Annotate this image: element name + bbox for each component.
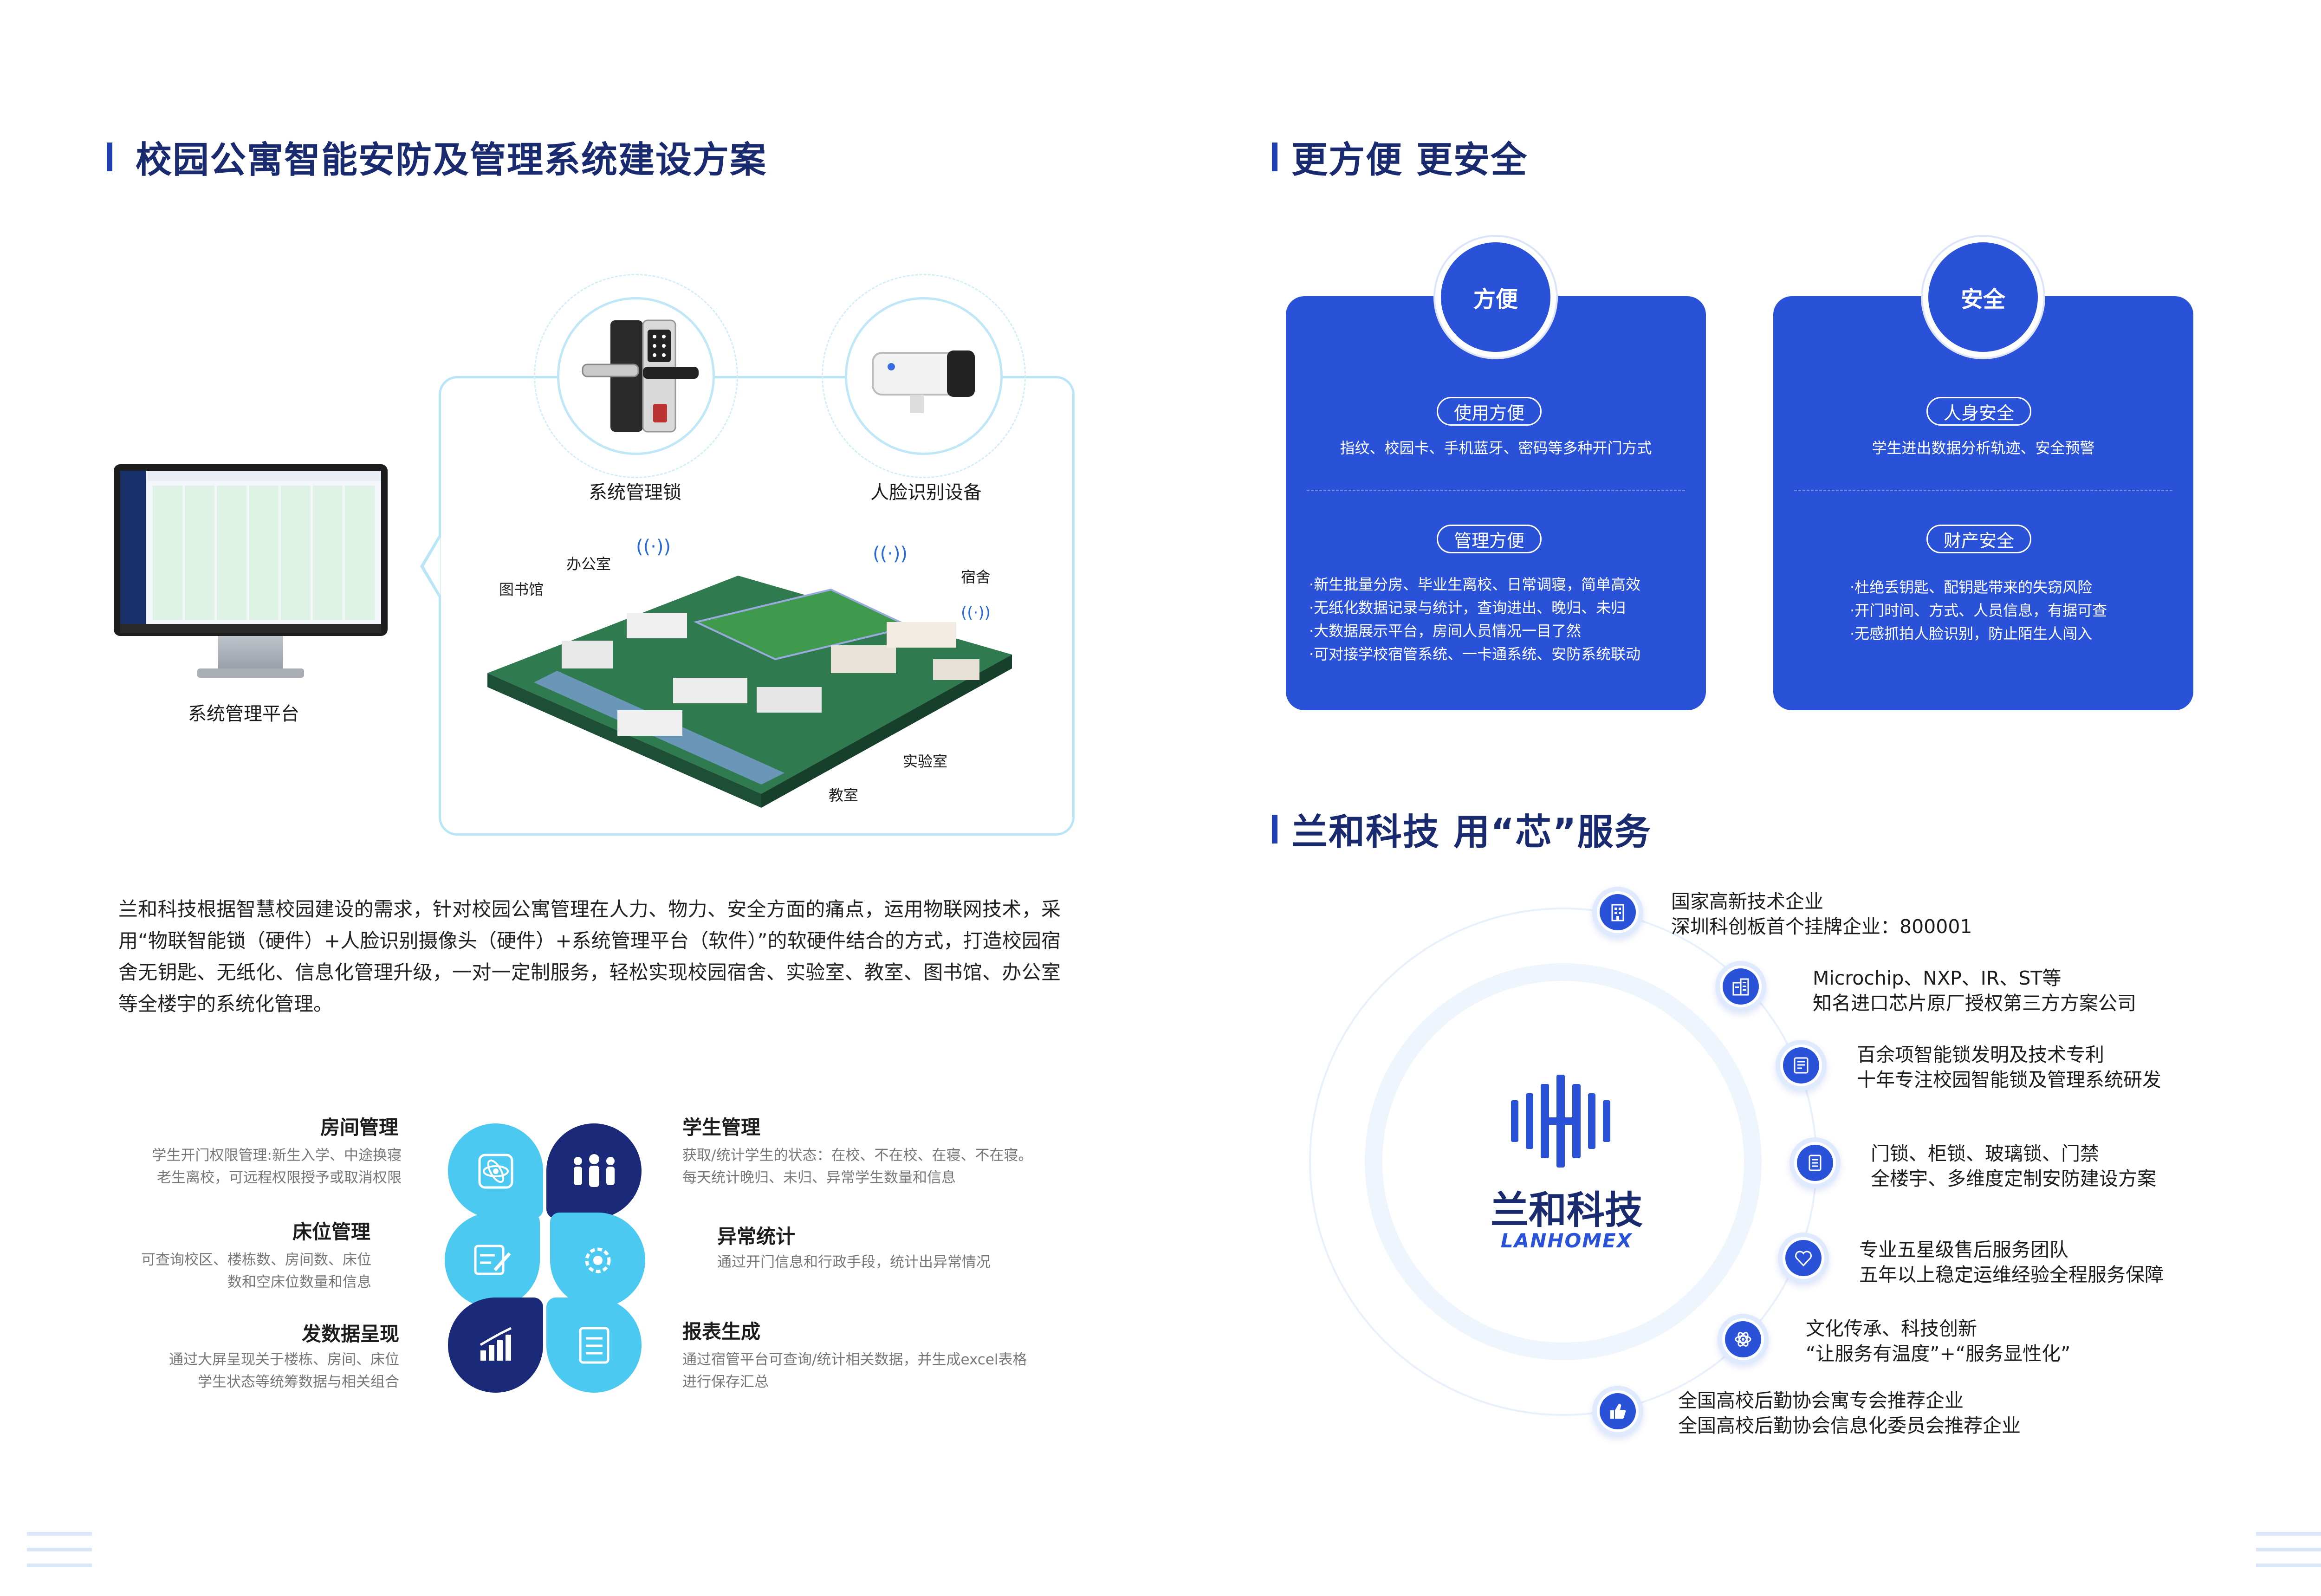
pill-personal-safety: 人身安全: [1926, 397, 2032, 426]
atom-icon: [478, 1154, 513, 1188]
camera-icon: [872, 350, 975, 413]
wifi-icon: ((·)): [873, 543, 908, 564]
title-bar: [107, 143, 112, 171]
feature-text-4: 门锁、柜锁、玻璃锁、门禁全楼宇、多维度定制安防建设方案: [1871, 1142, 2156, 1190]
platform-screen: [120, 471, 381, 624]
decor-stripes-left: [27, 1532, 92, 1579]
card-convenient: [1286, 296, 1706, 710]
func-desc-student: 获取/统计学生的状态：在校、不在校、在寝、不在寝。每天统计晚归、未归、异常学生数…: [682, 1147, 1033, 1186]
smart-lock-device: [557, 297, 715, 455]
thumbs-up-icon: [1610, 1403, 1626, 1419]
wifi-icon: ((·)): [636, 536, 671, 558]
feature-bubble-1: [1592, 887, 1643, 938]
section-title-solution: 校园公寓智能安防及管理系统建设方案: [107, 131, 767, 183]
pill-manage-convenient: 管理方便: [1437, 525, 1542, 553]
campus-label-library: 图书馆: [499, 581, 544, 598]
campus-label-classroom: 教室: [829, 786, 859, 804]
func-title-anomaly: 异常统计: [717, 1225, 796, 1248]
func-desc-room: 学生开门权限管理:新生入学、中途换寝老生离校，可远程权限授予或取消权限: [152, 1147, 402, 1186]
wifi-icon: ((·)): [961, 603, 991, 622]
bar-chart-icon: [480, 1327, 512, 1361]
monitor-stand: [218, 636, 283, 668]
card2-property-list: ·杜绝丢钥匙、配钥匙带来的失窃风险 ·开门时间、方式、人员信息，有据可查 ·无感…: [1850, 578, 2107, 642]
func-title-report: 报表生成: [682, 1320, 761, 1343]
campus-label-dorm: 宿舍: [961, 568, 991, 586]
feature-bubble-5: [1778, 1233, 1829, 1284]
card-safe: [1773, 296, 2193, 710]
func-title-student: 学生管理: [682, 1116, 761, 1139]
feature-text-3: 百余项智能锁发明及技术专利十年专注校园智能锁及管理系统研发: [1857, 1044, 2161, 1091]
face-camera-device: [845, 297, 1003, 455]
card1-use-text: 指纹、校园卡、手机蓝牙、密码等多种开门方式: [1340, 439, 1652, 457]
document-icon: [1809, 1155, 1822, 1171]
feature-bubble-3: [1776, 1040, 1827, 1091]
petal-data: [448, 1298, 543, 1393]
platform-label: 系统管理平台: [188, 703, 299, 725]
pill-property-safety: 财产安全: [1926, 525, 2032, 553]
heart-icon: [1795, 1251, 1812, 1267]
feature-bubble-4: [1789, 1137, 1841, 1188]
petal-anomaly: [550, 1213, 645, 1308]
edit-form-icon: [474, 1245, 511, 1275]
feature-text-5: 专业五星级售后服务团队五年以上稳定运维经验全程服务保障: [1859, 1239, 2164, 1286]
func-title-room: 房间管理: [320, 1116, 399, 1139]
func-title-data: 发数据呈现: [302, 1323, 400, 1345]
func-desc-report: 通过宿管平台可查询/统计相关数据，并生成excel表格进行保存汇总: [682, 1351, 1027, 1390]
badge-convenient: 方便: [1435, 237, 1556, 357]
feature-bubble-6: [1718, 1314, 1769, 1365]
func-desc-bed: 可查询校区、楼栋数、房间数、床位数和空床位数量和信息: [141, 1252, 371, 1291]
feature-text-6: 文化传承、科技创新“让服务有温度”+“服务显性化”: [1806, 1317, 2071, 1365]
office-icon: [1732, 978, 1749, 996]
func-title-bed: 床位管理: [292, 1220, 371, 1243]
petal-room: [448, 1123, 543, 1219]
campus-label-office: 办公室: [566, 555, 611, 573]
section-title-service: 兰和科技 用“芯”服务: [1272, 803, 1652, 855]
building-icon: [1611, 904, 1624, 921]
atom-icon: [1735, 1332, 1751, 1347]
petal-bed: [445, 1213, 540, 1308]
pill-use-convenient: 使用方便: [1437, 397, 1542, 426]
section-title-convenient: 更方便 更安全: [1272, 131, 1528, 183]
feature-bubble-7: [1592, 1386, 1643, 1437]
card1-manage-list: ·新生批量分房、毕业生离校、日常调寝，简单高效 ·无纸化数据记录与统计，查询进出…: [1309, 576, 1641, 663]
lanhomex-logo-mark: [1511, 1075, 1610, 1168]
logo-name-cn: 兰和科技: [1490, 1188, 1643, 1233]
petal-student: [546, 1123, 642, 1219]
feature-text-1: 国家高新技术企业深圳科创板首个挂牌企业：800001: [1671, 890, 1972, 938]
feature-bubble-2: [1715, 961, 1766, 1012]
certificate-icon: [1794, 1057, 1809, 1074]
campus-illustration: [487, 576, 1012, 808]
monitor-base: [197, 668, 304, 678]
report-icon: [579, 1327, 609, 1363]
feature-text-7: 全国高校后勤协会寓专会推荐企业全国高校后勤协会信息化委员会推荐企业: [1678, 1389, 2021, 1437]
petal-report: [546, 1298, 642, 1393]
hero-frame: [439, 376, 1075, 836]
intro-paragraph: 兰和科技根据智慧校园建设的需求，针对校园公寓管理在人力、物力、安全方面的痛点，运…: [118, 898, 1061, 1015]
campus-label-lab: 实验室: [903, 753, 948, 770]
platform-monitor: [114, 464, 388, 636]
camera-label: 人脸识别设备: [870, 482, 982, 503]
people-icon: [573, 1154, 615, 1187]
feature-text-2: Microchip、NXP、IR、ST等知名进口芯片原厂授权第三方方案公司: [1813, 967, 2136, 1014]
lock-label: 系统管理锁: [589, 482, 681, 503]
decor-stripes-right: [2256, 1532, 2321, 1579]
gear-icon: [585, 1247, 610, 1273]
badge-safe: 安全: [1923, 237, 2043, 357]
logo-name-en: LANHOMEX: [1500, 1229, 1633, 1252]
smart-lock-icon: [582, 319, 699, 433]
func-desc-data: 通过大屏呈现关于楼栋、房间、床位学生状态等统筹数据与相关组合: [169, 1351, 399, 1390]
func-desc-anomaly: 通过开门信息和行政手段，统计出异常情况: [717, 1254, 991, 1271]
card2-personal-text: 学生进出数据分析轨迹、安全预警: [1872, 439, 2095, 457]
